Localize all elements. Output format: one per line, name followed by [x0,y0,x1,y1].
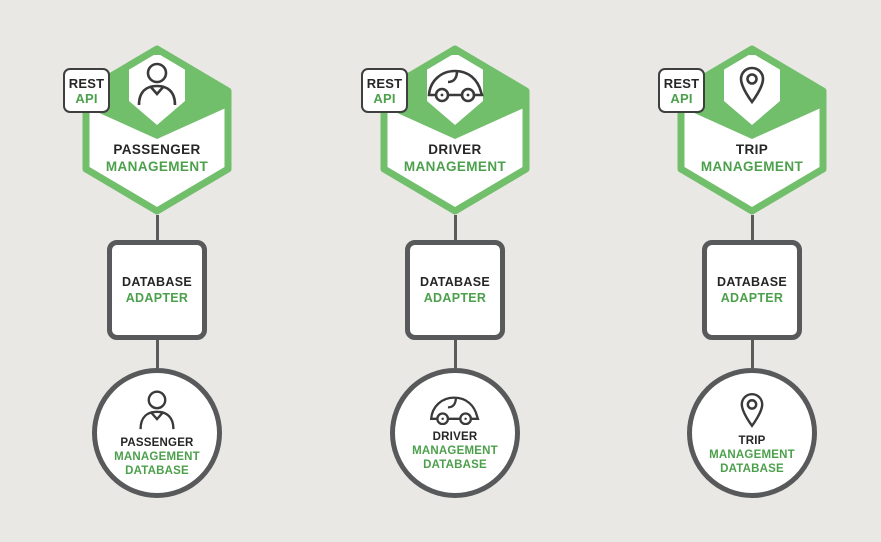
rest-badge-line2: API [670,90,693,106]
adapter-line2: ADAPTER [720,291,784,305]
database-adapter-box: DATABASE ADAPTER [107,240,207,340]
connector-line [155,340,159,368]
connector-line [750,340,754,368]
pin-icon [739,66,765,105]
trip-database-circle: TRIP MANAGEMENT DATABASE [687,368,817,498]
car-icon [427,69,484,103]
rest-api-badge: REST API [361,68,408,113]
database-line2: MANAGEMENT [114,450,200,463]
database-line2: MANAGEMENT [412,444,498,457]
hexagon-title-line1: DRIVER [428,142,482,157]
passenger-database-circle: PASSENGER MANAGEMENT DATABASE [92,368,222,498]
hexagon-shape [380,45,530,215]
hexagon-title-line2: MANAGEMENT [403,159,507,174]
adapter-line1: DATABASE [122,275,192,289]
database-line3: DATABASE [423,458,487,471]
hexagon-shape [677,45,827,215]
hexagon-title-line1: TRIP [735,142,769,157]
connector-line [750,215,754,240]
adapter-line2: ADAPTER [423,291,487,305]
person-icon [139,390,175,429]
hexagon-title: PASSENGER MANAGEMENT [82,141,232,175]
adapter-line1: DATABASE [420,275,490,289]
rest-api-badge: REST API [63,68,110,113]
service-column-driver: DRIVER MANAGEMENT REST API DATABASE ADAP… [361,45,530,498]
database-adapter-box: DATABASE ADAPTER [702,240,802,340]
rest-api-badge: REST API [658,68,705,113]
rest-badge-line1: REST [68,75,105,91]
hexagon-title-line2: MANAGEMENT [700,159,804,174]
database-line3: DATABASE [720,462,784,475]
person-icon [137,62,177,106]
connector-line [155,215,159,240]
passenger-service-hexagon: PASSENGER MANAGEMENT REST API [63,45,232,215]
connector-line [453,215,457,240]
database-line1: DRIVER [432,430,478,443]
database-adapter-box: DATABASE ADAPTER [405,240,505,340]
driver-service-hexagon: DRIVER MANAGEMENT REST API [361,45,530,215]
database-line1: PASSENGER [120,436,194,449]
hexagon-title-line1: PASSENGER [113,142,201,157]
car-icon [429,395,480,425]
rest-badge-line2: API [75,90,98,106]
connector-line [453,340,457,368]
driver-database-circle: DRIVER MANAGEMENT DATABASE [390,368,520,498]
adapter-line2: ADAPTER [125,291,189,305]
hexagon-title: TRIP MANAGEMENT [677,141,827,175]
database-line2: MANAGEMENT [709,448,795,461]
database-line3: DATABASE [125,464,189,477]
service-column-passenger: PASSENGER MANAGEMENT REST API DATABASE A… [63,45,232,498]
adapter-line1: DATABASE [717,275,787,289]
hexagon-title-line2: MANAGEMENT [105,159,209,174]
database-line1: TRIP [738,434,766,447]
service-column-trip: TRIP MANAGEMENT REST API DATABASE ADAPTE… [658,45,827,498]
hexagon-shape [82,45,232,215]
rest-badge-line1: REST [663,75,700,91]
rest-badge-line1: REST [366,75,403,91]
rest-badge-line2: API [373,90,396,106]
hexagon-title: DRIVER MANAGEMENT [380,141,530,175]
trip-service-hexagon: TRIP MANAGEMENT REST API [658,45,827,215]
pin-icon [740,392,764,428]
